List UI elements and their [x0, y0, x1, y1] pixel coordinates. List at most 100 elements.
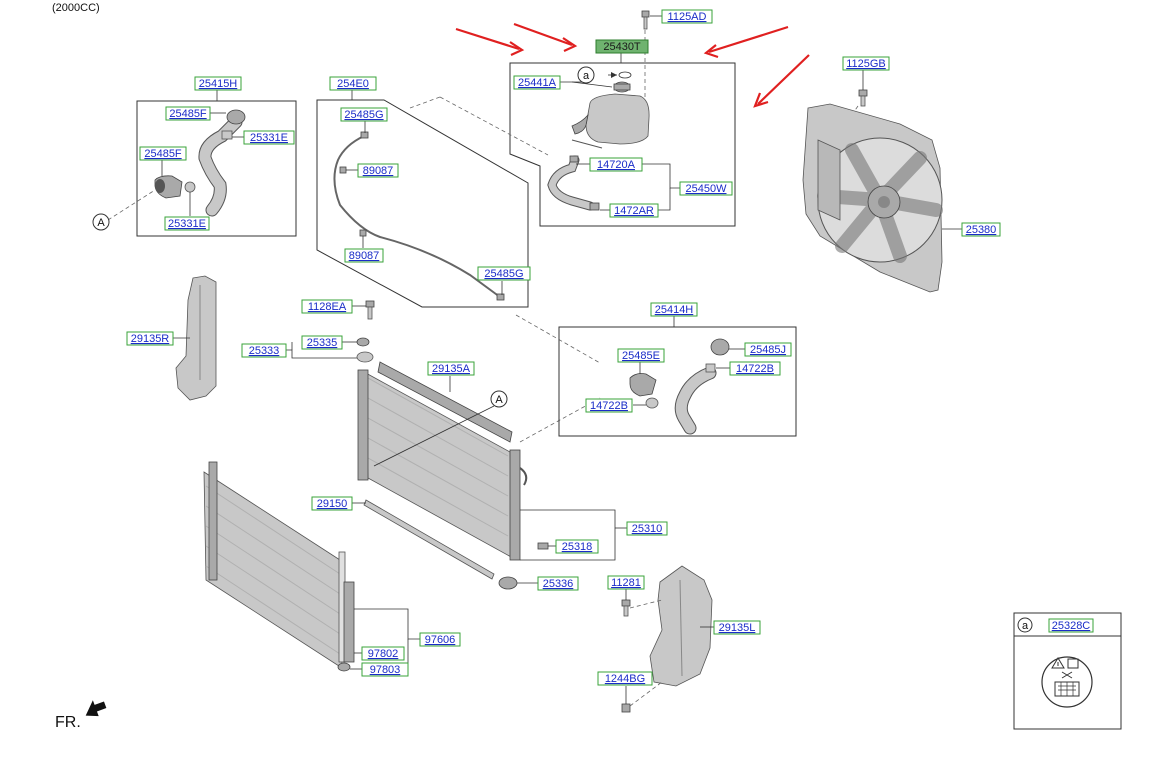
part-label-89087-a[interactable]: 89087 — [357, 163, 399, 178]
part-label-box — [419, 632, 461, 647]
part-label-97802[interactable]: 97802 — [361, 646, 405, 661]
red-arrowhead-1 — [509, 41, 525, 57]
bracket-25335-shape — [356, 337, 374, 363]
red-arrow-3 — [708, 25, 789, 54]
dash-reservoir-to-bypass — [439, 96, 549, 156]
lower-hose-shape — [629, 338, 730, 435]
front-direction-text: FR. — [55, 714, 81, 731]
insulator-25336-shape — [498, 576, 518, 590]
front-arrow-icon — [85, 700, 107, 717]
part-label-box — [650, 302, 698, 317]
part-label-box — [679, 181, 733, 196]
part-label-text: 89087 — [349, 250, 380, 262]
part-label-29135r[interactable]: 29135R — [126, 331, 174, 346]
part-label-254e0[interactable]: 254E0 — [329, 76, 377, 91]
part-label-97803[interactable]: 97803 — [361, 662, 409, 677]
part-label-89087-b[interactable]: 89087 — [344, 248, 384, 263]
bypass-hose-group-frame — [316, 99, 529, 308]
reservoir-group-frame — [509, 62, 736, 227]
bolt-1244BG-shape — [621, 703, 631, 713]
part-label-text: 25485E — [622, 350, 660, 362]
condenser-shape — [203, 461, 355, 672]
part-label-1125ad[interactable]: 1125AD — [661, 9, 713, 24]
part-label-25485f-side[interactable]: 25485F — [139, 146, 187, 161]
legend-box: a 25328C — [1013, 612, 1122, 730]
legend-key-text: a — [1022, 620, 1029, 632]
dash-radiator-to-lower — [519, 397, 601, 443]
leader-callout-A-rad — [373, 405, 495, 467]
part-label-box — [597, 671, 653, 686]
part-label-14722b-l[interactable]: 14722B — [585, 398, 633, 413]
part-label-layer: 25430T 1125AD 25441A 14720A 25450W 1472AR 1125… — [126, 9, 1001, 686]
part-label-text: 25485G — [344, 109, 383, 121]
part-label-1128ea[interactable]: 1128EA — [301, 299, 353, 314]
part-label-25336[interactable]: 25336 — [537, 576, 579, 591]
part-label-29135a[interactable]: 29135A — [427, 361, 475, 376]
part-label-25450w[interactable]: 25450W — [679, 181, 733, 196]
part-label-25318[interactable]: 25318 — [555, 539, 599, 554]
part-label-97606[interactable]: 97606 — [419, 632, 461, 647]
part-label-text: 25318 — [562, 541, 593, 553]
part-label-25331e-top[interactable]: 25331E — [243, 130, 295, 145]
drain-plug-25318-shape — [537, 542, 549, 550]
dash-reservoir-to-bypass-b — [409, 96, 441, 109]
legend-key-callout: a — [1017, 617, 1033, 633]
part-label-text: 25450W — [686, 183, 728, 195]
part-label-25485g-bot[interactable]: 25485G — [477, 266, 531, 281]
part-label-14720a[interactable]: 14720A — [589, 157, 643, 172]
part-label-25380[interactable]: 25380 — [961, 222, 1001, 237]
label-25328C[interactable]: 25328C — [1048, 618, 1094, 633]
part-label-1244bg[interactable]: 1244BG — [597, 671, 653, 686]
part-label-1125gb[interactable]: 1125GB — [842, 56, 890, 71]
leader-25310-a — [520, 509, 616, 528]
part-label-text: 29135L — [719, 622, 756, 634]
part-label-25333[interactable]: 25333 — [241, 343, 287, 358]
part-label-1472ar[interactable]: 1472AR — [609, 203, 659, 218]
air-guard-29135R-shape — [175, 275, 217, 401]
callout-a-text: a — [583, 70, 590, 82]
part-label-box — [609, 203, 659, 218]
callout-A-left-text: A — [97, 217, 105, 229]
part-label-14722b-r[interactable]: 14722B — [729, 361, 781, 376]
part-label-29135l[interactable]: 29135L — [713, 620, 761, 635]
part-label-text: 29135R — [131, 333, 170, 345]
part-label-box — [513, 75, 561, 90]
part-label-25485e[interactable]: 25485E — [617, 348, 665, 363]
oring-shape — [618, 71, 632, 79]
part-label-25331e-bot[interactable]: 25331E — [164, 216, 210, 231]
part-label-text: 25485G — [484, 268, 523, 280]
part-label-box — [301, 299, 353, 314]
part-label-25335[interactable]: 25335 — [301, 335, 343, 350]
part-label-25441a[interactable]: 25441A — [513, 75, 561, 90]
thermostat-housing-shape — [154, 175, 196, 199]
leader-25333 — [286, 349, 357, 359]
part-label-text: 1128EA — [308, 301, 347, 313]
part-label-25430t[interactable]: 25430T — [595, 39, 649, 54]
red-arrow-2 — [513, 22, 573, 47]
part-label-11281[interactable]: 11281 — [607, 575, 645, 590]
callout-A-radiator: A — [490, 390, 508, 408]
red-arrowhead-3 — [703, 44, 719, 59]
bypass-hose-shape — [333, 131, 505, 301]
part-label-box — [744, 342, 792, 357]
part-label-text: 25485F — [169, 108, 207, 120]
bolt-1128EA-shape — [365, 300, 375, 320]
leader-25450W-a — [642, 163, 680, 189]
leader-97606-a — [354, 608, 420, 640]
part-label-29150[interactable]: 29150 — [311, 496, 353, 511]
part-label-25414h[interactable]: 25414H — [650, 302, 698, 317]
part-label-25415h[interactable]: 25415H — [194, 76, 242, 91]
part-label-box — [194, 76, 242, 91]
part-label-box — [361, 662, 409, 677]
part-label-25310[interactable]: 25310 — [626, 521, 668, 536]
part-label-text: 254E0 — [337, 78, 369, 90]
part-label-text: 14722B — [590, 400, 628, 412]
dash-1244BG — [629, 681, 663, 707]
part-label-25485f-top[interactable]: 25485F — [165, 106, 211, 121]
part-label-box — [344, 248, 384, 263]
part-label-25485j[interactable]: 25485J — [744, 342, 792, 357]
part-label-25485g-top[interactable]: 25485G — [340, 107, 388, 122]
part-label-text: 25441A — [518, 77, 557, 89]
part-label-text: 25331E — [168, 218, 206, 230]
